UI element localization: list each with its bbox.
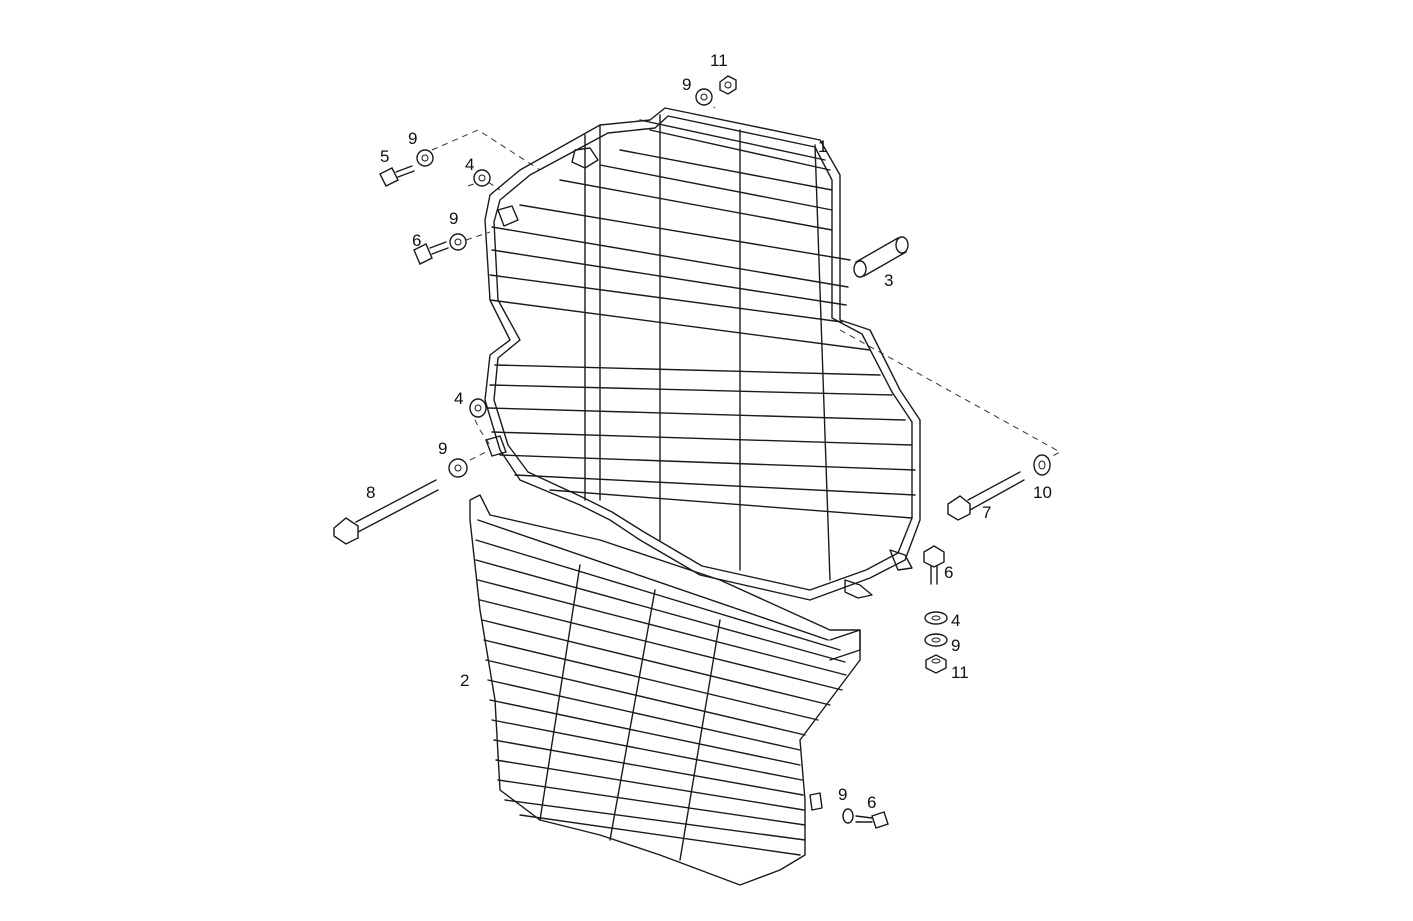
callout-6-bottom: 6	[867, 793, 876, 812]
spacer-sleeve	[853, 236, 909, 278]
callout-8: 8	[366, 483, 375, 502]
callout-4-right: 4	[951, 611, 960, 630]
callout-11-right: 11	[951, 663, 969, 682]
long-bolts	[333, 471, 1025, 545]
callout-7: 7	[982, 503, 991, 522]
washers	[416, 88, 1051, 824]
part-callouts: 1 2 3 4 4 4 5 6 6 6 7 8 9 9 9 9 9 9 10 1…	[366, 51, 1052, 812]
callout-9-left: 9	[449, 209, 458, 228]
callout-6-right: 6	[944, 563, 953, 582]
callout-5: 5	[380, 147, 389, 166]
nuts	[719, 75, 947, 674]
callout-9-top: 9	[682, 75, 691, 94]
callout-4-middle: 4	[454, 389, 463, 408]
callout-9-bottom: 9	[838, 785, 847, 804]
callout-3: 3	[884, 271, 893, 290]
callout-2: 2	[460, 671, 469, 690]
callout-11-top: 11	[710, 51, 728, 70]
short-bolts	[379, 165, 945, 829]
callout-10: 10	[1033, 483, 1052, 502]
callout-1: 1	[818, 137, 827, 156]
upper-wire-guard	[484, 107, 921, 601]
lower-wire-guard	[469, 494, 861, 886]
callout-9-lower-left: 9	[438, 439, 447, 458]
assembly-guide-lines	[431, 99, 1062, 466]
callout-6-left: 6	[412, 231, 421, 250]
callout-9-upper-left: 9	[408, 129, 417, 148]
callout-9-right: 9	[951, 636, 960, 655]
callout-4-upper: 4	[465, 155, 474, 174]
